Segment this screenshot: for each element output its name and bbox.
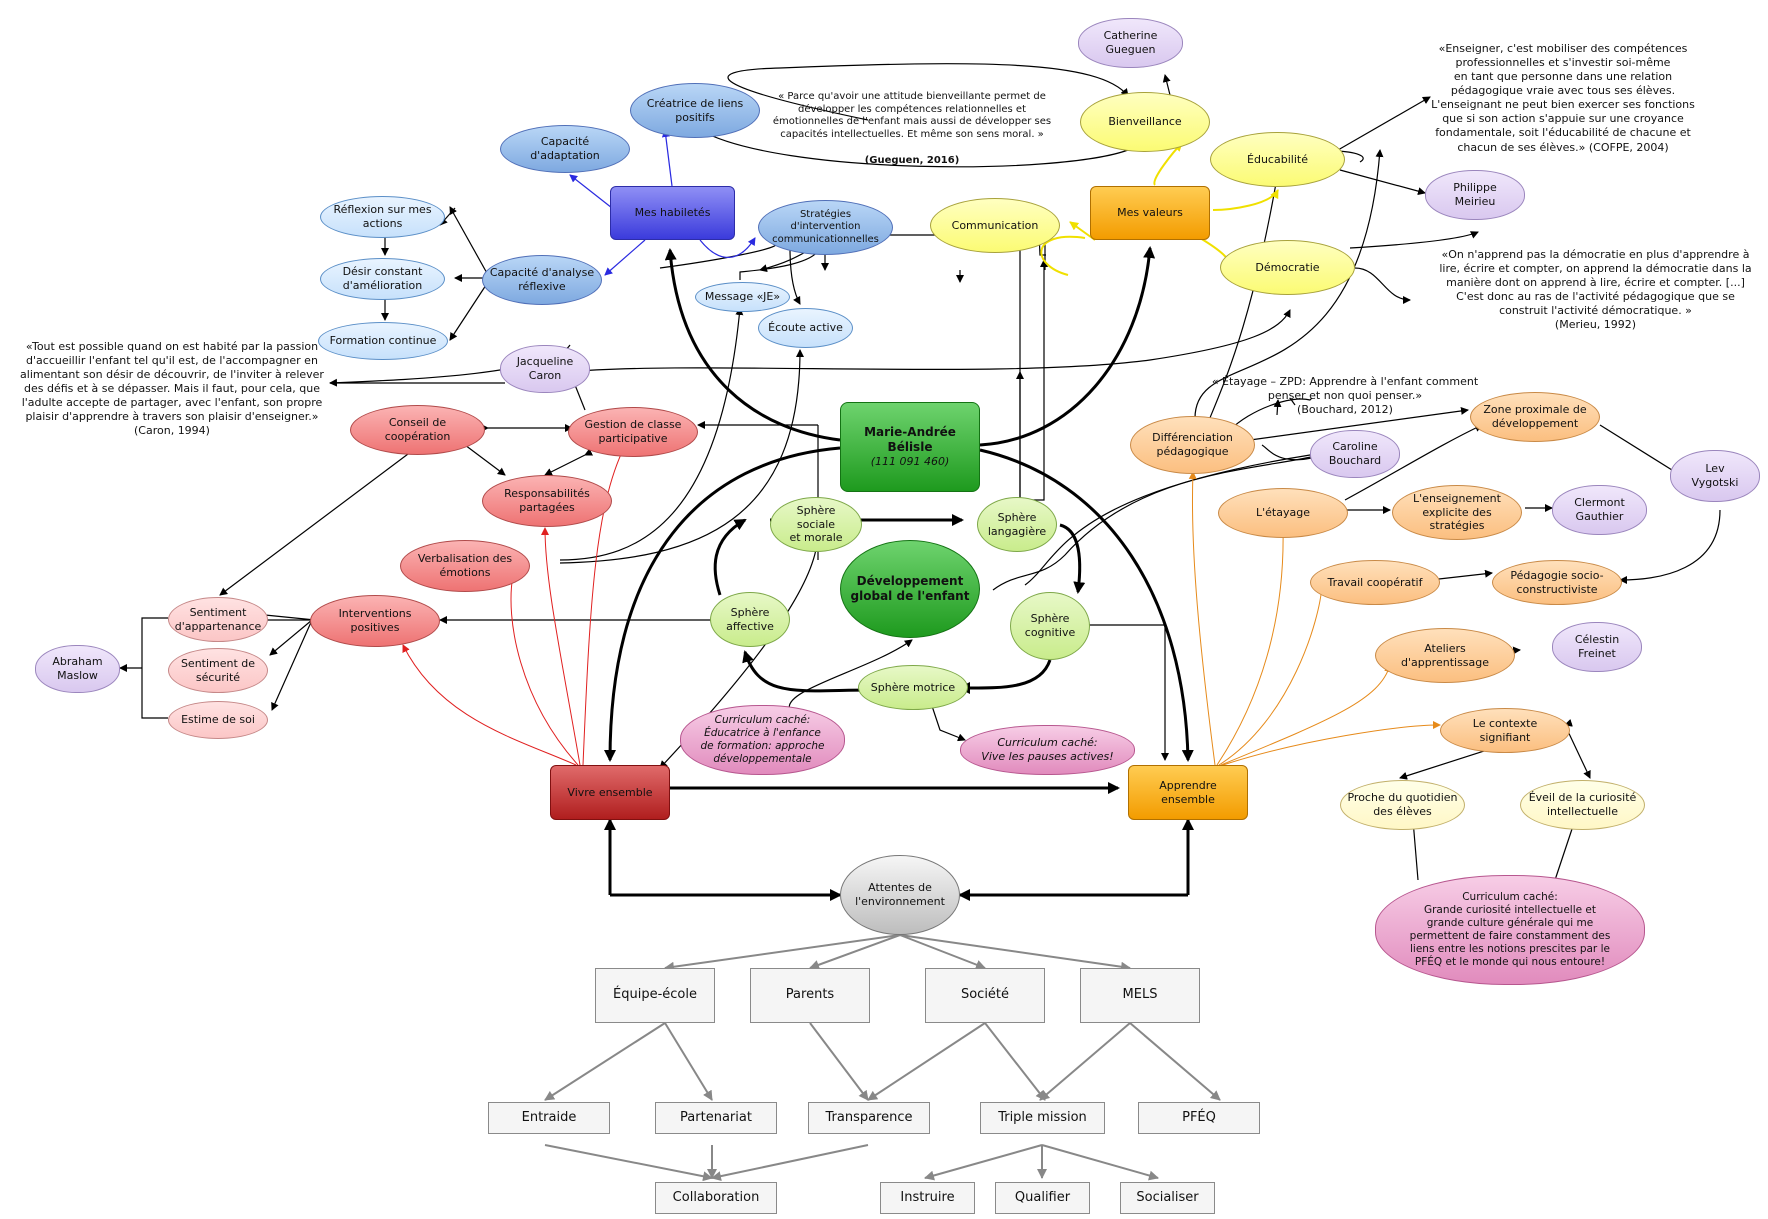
center-development: Développement global de l'enfant xyxy=(840,540,980,638)
quote-gueguen: « Parce qu'avoir une attitude bienveilla… xyxy=(762,78,1062,168)
author-vygotski: Lev Vygotski xyxy=(1670,450,1760,502)
eveil-node: Éveil de la curiosité intellectuelle xyxy=(1520,780,1645,830)
central-node-name: Marie-Andrée Bélisle (111 091 460) xyxy=(840,402,980,492)
creatrice-node: Créatrice de liens positifs xyxy=(630,83,760,138)
pfeq-node: PFÉQ xyxy=(1138,1102,1260,1134)
central-name: Marie-Andrée Bélisle xyxy=(864,425,956,455)
mels-node: MELS xyxy=(1080,968,1200,1023)
author-bouchard: Caroline Bouchard xyxy=(1310,430,1400,478)
collaboration-node: Collaboration xyxy=(655,1182,777,1214)
socio-node: Pédagogie socio- constructiviste xyxy=(1492,560,1622,605)
equipe-node: Équipe-école xyxy=(595,968,715,1023)
quote-caron: «Tout est possible quand on est habité p… xyxy=(20,340,324,438)
habiletes-node: Mes habiletés xyxy=(610,186,735,240)
attentes-node: Attentes de l'environnement xyxy=(840,855,960,935)
bienveillance-node: Bienveillance xyxy=(1080,92,1210,152)
ateliers-node: Ateliers d'apprentissage xyxy=(1375,628,1515,683)
partenariat-node: Partenariat xyxy=(655,1102,777,1134)
sphere-motrice: Sphère motrice xyxy=(858,665,968,710)
adaptation-node: Capacité d'adaptation xyxy=(500,125,630,173)
societe-node: Société xyxy=(925,968,1045,1023)
enseignement-node: L'enseignement explicite des stratégies xyxy=(1392,485,1522,540)
triple-mission-node: Triple mission xyxy=(980,1102,1105,1134)
securite-node: Sentiment de sécurité xyxy=(168,648,268,693)
central-links xyxy=(604,246,1194,901)
valeurs-node: Mes valeurs xyxy=(1090,186,1210,240)
ecoute-node: Écoute active xyxy=(758,308,853,348)
curriculum-educatrice: Curriculum caché: Éducatrice à l'enfance… xyxy=(680,705,845,775)
sphere-affective: Sphère affective xyxy=(710,592,790,647)
analyse-node: Capacité d'analyse réflexive xyxy=(482,255,602,305)
vivre-ensemble-node: Vivre ensemble xyxy=(550,765,670,820)
author-gauthier: Clermont Gauthier xyxy=(1552,485,1647,535)
democratie-node: Démocratie xyxy=(1220,240,1355,295)
quote-meirieu: «On n'apprend pas la démocratie en plus … xyxy=(1439,248,1752,332)
gestion-node: Gestion de classe participative xyxy=(568,407,698,457)
zone-node: Zone proximale de développement xyxy=(1470,392,1600,442)
interventions-node: Interventions positives xyxy=(310,595,440,647)
curriculum-curiosite: Curriculum caché: Grande curiosité intel… xyxy=(1375,875,1645,985)
responsabilites-node: Responsabilités partagées xyxy=(482,475,612,527)
formation-node: Formation continue xyxy=(318,322,448,360)
instruire-node: Instruire xyxy=(880,1182,975,1214)
author-caron: Jacqueline Caron xyxy=(500,345,590,393)
sphere-sociale: Sphère sociale et morale xyxy=(770,497,862,552)
curriculum-pauses: Curriculum caché: Vive les pauses active… xyxy=(960,725,1135,775)
quote-gueguen-text: « Parce qu'avoir une attitude bienveilla… xyxy=(772,90,1052,141)
differenciation-node: Différenciation pédagogique xyxy=(1130,416,1255,474)
central-id: (111 091 460) xyxy=(870,455,950,469)
quote-cofpe: «Enseigner, c'est mobiliser des compéten… xyxy=(1431,42,1695,154)
quote-bouchard: « Étayage – ZPD: Apprendre à l'enfant co… xyxy=(1211,375,1479,417)
author-freinet: Célestin Freinet xyxy=(1552,622,1642,672)
author-meirieu: Philippe Meirieu xyxy=(1425,170,1525,220)
conseil-node: Conseil de coopération xyxy=(350,405,485,455)
parents-node: Parents xyxy=(750,968,870,1023)
appartenance-node: Sentiment d'appartenance xyxy=(168,597,268,642)
reflexion-node: Réflexion sur mes actions xyxy=(320,196,445,238)
strategies-node: Stratégies d'intervention communicationn… xyxy=(758,200,893,255)
author-maslow: Abraham Maslow xyxy=(35,645,120,693)
sphere-langagiere: Sphère langagière xyxy=(977,497,1057,552)
contexte-node: Le contexte signifiant xyxy=(1440,708,1570,753)
author-gueguen: Catherine Gueguen xyxy=(1078,18,1183,68)
communication-node: Communication xyxy=(930,198,1060,253)
qualifier-node: Qualifier xyxy=(995,1182,1090,1214)
educabilite-node: Éducabilité xyxy=(1210,132,1345,187)
desir-node: Désir constant d'amélioration xyxy=(320,258,445,300)
verbalisation-node: Verbalisation des émotions xyxy=(400,540,530,592)
travail-node: Travail coopératif xyxy=(1310,560,1440,605)
apprendre-ensemble-node: Apprendre ensemble xyxy=(1128,765,1248,820)
etayage-node: L'étayage xyxy=(1218,488,1348,538)
quote-gueguen-ref: (Gueguen, 2016) xyxy=(864,154,960,166)
transparence-node: Transparence xyxy=(808,1102,930,1134)
proche-node: Proche du quotidien des élèves xyxy=(1340,780,1465,830)
message-je-node: Message «JE» xyxy=(695,282,790,312)
entraide-node: Entraide xyxy=(488,1102,610,1134)
socialiser-node: Socialiser xyxy=(1120,1182,1215,1214)
estime-node: Estime de soi xyxy=(168,701,268,739)
sphere-cognitive: Sphère cognitive xyxy=(1010,592,1090,660)
